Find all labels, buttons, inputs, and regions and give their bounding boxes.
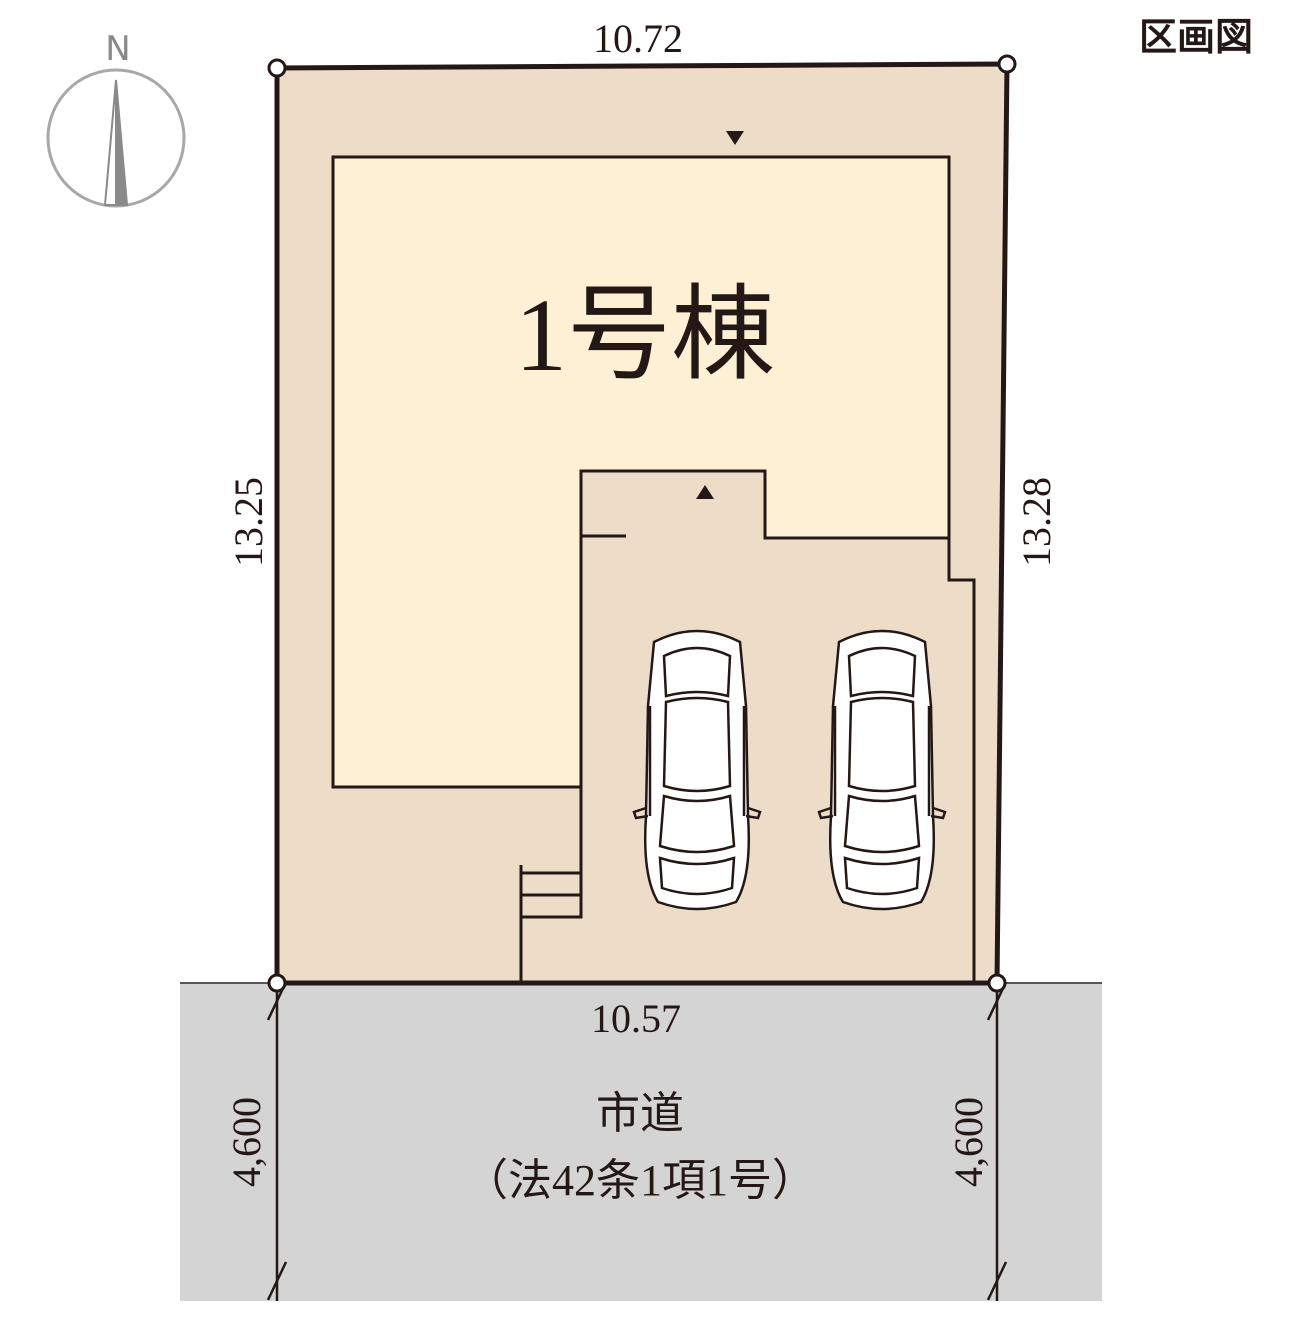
dimension-top: 10.72: [593, 16, 683, 61]
road-width-dimension-right: [986, 981, 1008, 1301]
entrance-marker-south-icon: [696, 485, 714, 499]
entrance-marker-north-icon: [726, 131, 744, 145]
car-icon-1: [632, 629, 762, 911]
plan-title: 区画図: [1139, 15, 1253, 59]
parking-outline: [947, 538, 976, 983]
road-width-dimension-left: [266, 981, 288, 1301]
dimension-left: 13.25: [226, 477, 271, 567]
compass-north-label: N: [105, 29, 130, 69]
building-footprint: [331, 155, 951, 789]
boundary-marker-icon: [997, 54, 1017, 74]
entrance-steps: [519, 865, 581, 917]
building-label: 1号棟: [515, 278, 775, 393]
dimension-bottom: 10.57: [591, 996, 681, 1041]
approach-outline: [519, 787, 583, 983]
road-width-left: 4,600: [224, 1097, 269, 1187]
road-name: 市道: [596, 1089, 684, 1138]
road-classification: （法42条1項1号）: [464, 1156, 816, 1205]
north-compass-icon: N: [46, 29, 186, 208]
dimension-right: 13.28: [1014, 477, 1059, 567]
road-width-right: 4,600: [946, 1097, 991, 1187]
car-icon-2: [817, 629, 947, 911]
boundary-marker-icon: [267, 58, 287, 78]
road-area: [180, 983, 1102, 1301]
